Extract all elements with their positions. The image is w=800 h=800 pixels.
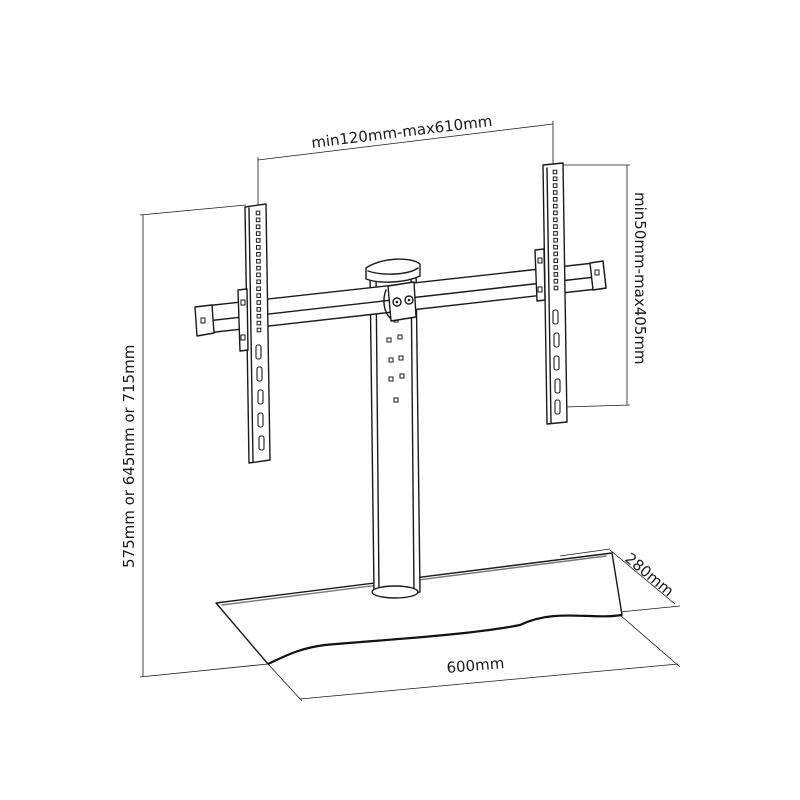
perforation-hole [552,176,558,182]
perforation-hole [255,217,261,223]
perforation-hole [553,244,558,250]
right-arm-holes [552,169,559,291]
height-range-label: min50mm-max405mm [631,192,649,365]
height-range-extension-bottom [564,404,631,408]
base-width-dimension-line [299,663,679,700]
perforation-hole [553,258,559,263]
base-depth-label: 280mm [621,549,677,600]
right-arm-clip [534,248,546,302]
perforation-hole [553,278,559,284]
perforation-hole [256,272,261,278]
right-vesa-arm [534,162,568,425]
perforation-hole [256,279,261,285]
perforation-hole [256,320,262,326]
left-vesa-arm [237,203,271,464]
perforation-hole [256,258,261,264]
perforation-hole [552,197,558,202]
column-clamp [383,281,417,322]
base-depth-extension-back [559,548,611,557]
width-range-label: min120mm-max610mm [310,112,493,152]
left-arm-holes [255,210,262,333]
base-depth-dimension-line [609,549,676,605]
perforation-hole [256,300,262,305]
base-depth-extension-front [619,605,681,613]
perforation-hole [255,231,261,236]
center-column [365,258,421,599]
width-dimension-line [257,123,554,161]
perforation-hole [553,251,559,257]
perforation-hole [256,307,262,312]
perforation-hole [256,252,261,257]
base-plate [215,552,623,665]
left-arm-clip [237,288,249,352]
right-arm-slots [552,309,561,415]
base-width-extension-left [267,663,303,702]
overall-height-extension-top [139,204,247,216]
perforation-hole [255,224,261,230]
base-width-label: 600mm [446,654,505,677]
perforation-hole [553,231,558,236]
perforation-hole [552,190,558,195]
perforation-hole [553,272,559,277]
overall-height-label: 575mm or 645mm or 715mm [120,345,138,568]
perforation-hole [553,265,559,270]
perforation-hole [256,286,261,291]
perforation-hole [553,224,558,229]
perforation-hole [255,210,261,216]
base-width-extension-right [619,614,681,668]
perforation-hole [552,169,558,175]
perforation-hole [256,327,262,333]
perforation-hole [553,210,558,216]
perforation-hole [553,217,558,223]
overall-height-extension-bottom [139,663,269,678]
perforation-hole [553,237,558,243]
perforation-hole [256,265,261,271]
dimension-lines [139,121,681,702]
perforation-hole [255,238,261,243]
perforation-hole [553,285,559,291]
perforation-hole [256,245,261,250]
left-arm-slots [255,344,265,451]
perforation-hole [552,183,558,188]
perforation-hole [256,293,261,298]
perforation-hole [256,313,262,319]
perforation-hole [553,203,558,209]
